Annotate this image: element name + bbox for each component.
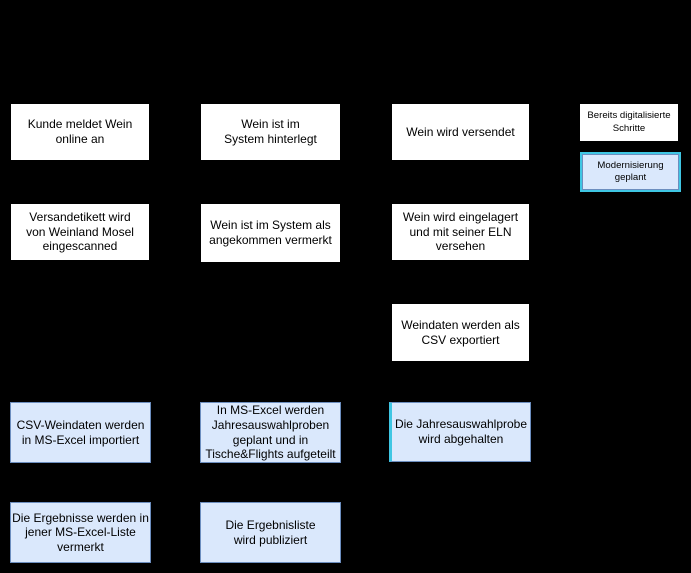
legend-item-planned[interactable]: Modernisierung geplant <box>580 152 681 192</box>
node-kunde-anmeldung[interactable]: Kunde meldet Wein online an <box>10 103 150 161</box>
node-label: Die Ergebnisse werden in jener MS-Excel-… <box>12 510 149 554</box>
node-label: Wein wird versendet <box>406 124 515 139</box>
node-label: Wein ist im System hinterlegt <box>224 117 317 146</box>
node-excel-planung[interactable]: In MS-Excel werden Jahresauswahlproben g… <box>200 402 341 463</box>
node-csv-export[interactable]: Weindaten werden als CSV exportiert <box>391 303 530 362</box>
node-system-hinterlegt[interactable]: Wein ist im System hinterlegt <box>200 103 341 161</box>
node-angekommen-vermerkt[interactable]: Wein ist im System als angekommen vermer… <box>200 203 341 263</box>
node-eingelagert-eln[interactable]: Wein wird eingelagert und mit seiner ELN… <box>391 203 530 261</box>
node-ergebnisse-vermerkt[interactable]: Die Ergebnisse werden in jener MS-Excel-… <box>10 502 151 563</box>
node-label: Wein wird eingelagert und mit seiner ELN… <box>402 210 519 254</box>
node-wein-versendet[interactable]: Wein wird versendet <box>391 103 530 161</box>
node-label: Wein ist im System als angekommen vermer… <box>209 218 332 247</box>
node-label: Die Jahresauswahlprobe wird abgehalten <box>394 417 528 446</box>
node-label: Kunde meldet Wein online an <box>27 117 133 146</box>
node-jahresauswahlprobe[interactable]: Die Jahresauswahlprobe wird abgehalten <box>389 402 531 462</box>
node-label: Weindaten werden als CSV exportiert <box>401 317 520 347</box>
legend-label: Modernisierung geplant <box>597 159 664 183</box>
node-ergebnisliste-publiziert[interactable]: Die Ergebnisliste wird publiziert <box>200 502 341 563</box>
legend-label: Bereits digitalisierte Schritte <box>587 110 671 134</box>
legend-item-digitized[interactable]: Bereits digitalisierte Schritte <box>579 103 679 142</box>
node-label: Die Ergebnisliste wird publiziert <box>225 517 316 547</box>
node-label: Versandetikett wird von Weinland Mosel e… <box>26 210 134 254</box>
node-label: CSV-Weindaten werden in MS-Excel importi… <box>16 417 145 447</box>
node-etikett-eingescanned[interactable]: Versandetikett wird von Weinland Mosel e… <box>10 203 150 261</box>
node-excel-import[interactable]: CSV-Weindaten werden in MS-Excel importi… <box>10 402 151 463</box>
node-label: In MS-Excel werden Jahresauswahlproben g… <box>205 403 336 462</box>
